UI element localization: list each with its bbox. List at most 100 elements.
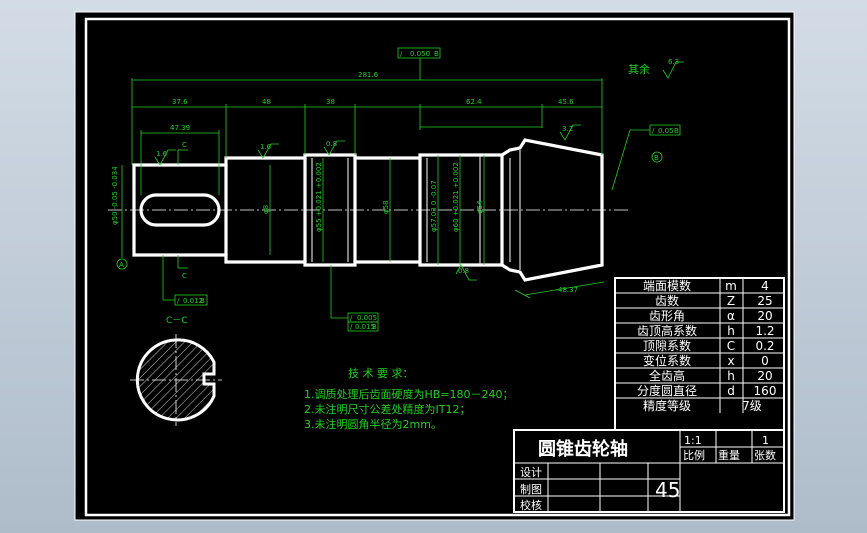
param-symbol: h [727, 324, 735, 338]
param-name: 齿顶高系数 [637, 323, 697, 338]
sheets-value: 1 [762, 434, 769, 447]
svg-text:B: B [674, 127, 679, 135]
dim-overall: 281.6 [131, 71, 603, 165]
dim-overall-value: 281.6 [358, 71, 379, 79]
param-value: 160 [754, 384, 777, 398]
drawn-label: 制图 [520, 483, 542, 496]
tolerance-frame-top: / 0.050 B [397, 47, 441, 80]
checked-label: 校核 [520, 498, 542, 512]
param-name: 精度等级 [643, 398, 691, 413]
tech-requirements: 技 术 要 求： 1.调质处理后齿面硬度为HB=180－240； 2.未注明尺寸… [304, 367, 514, 431]
tolerance-frame-bottom-left: / 0.012 B [162, 255, 208, 306]
dim-d2: 48 [262, 98, 271, 106]
datum-a-marker: A [116, 255, 128, 270]
scale-label: 比例 [683, 448, 705, 462]
param-symbol: α [727, 309, 735, 323]
param-value: 1.2 [755, 324, 774, 338]
param-name: 全齿高 [649, 368, 685, 383]
svg-text:B: B [434, 50, 439, 58]
diameter-labels: φ50 -0.05 -0.034 φ8 φ55 +0.021 +0.002 φ5… [111, 155, 485, 265]
tolerance-frame-cone: / 0.05 B [611, 124, 681, 191]
designed-label: 设计 [520, 466, 542, 479]
svg-text:1.6: 1.6 [156, 150, 168, 158]
dim-d1: 37.6 [172, 98, 188, 106]
dim-d3: 38 [326, 98, 335, 106]
note-line-2: 2.未注明尺寸公差处精度为IT12； [304, 402, 470, 416]
svg-text:B: B [372, 323, 377, 331]
section-view: C－C [130, 316, 222, 426]
param-value: 20 [757, 369, 772, 383]
svg-text:A: A [119, 261, 124, 269]
roughness-marks: 1.6 1.6 0.8 0.8 3.2 [154, 124, 581, 281]
weight-label: 重量 [718, 448, 740, 462]
sheet-inner-border [84, 17, 791, 517]
keyway [139, 193, 221, 227]
note-line-3: 3.未注明圆角半径为2mm。 [304, 417, 442, 431]
svg-text:/: / [350, 314, 353, 322]
dim-keyway: 47.39 [170, 124, 190, 132]
svg-text:0.8: 0.8 [458, 267, 469, 275]
svg-text:/: / [400, 50, 403, 58]
gear-parameter-table: 端面模数 m 4 齿数 Z 25 齿形角 α 20 齿顶高系数 h 1.2 顶隙系数 C 0.2 变位系数 x 0… [614, 277, 785, 431]
param-value: 4 [761, 279, 769, 293]
svg-text:48.37: 48.37 [558, 286, 578, 294]
tolerance-frame-bottom-mid: / 0.005 / 0.015 B [330, 265, 379, 332]
svg-text:φ60 +0.021 +0.002: φ60 +0.021 +0.002 [452, 162, 460, 232]
param-name: 端面模数 [643, 278, 691, 293]
param-value: 7级 [742, 399, 762, 413]
material-value: 45 [655, 478, 680, 502]
param-value: 25 [757, 294, 772, 308]
svg-text:0.05: 0.05 [658, 127, 674, 135]
svg-text:0.005: 0.005 [357, 314, 377, 322]
dim-d5: 45.6 [558, 98, 574, 106]
param-name: 变位系数 [643, 353, 691, 368]
svg-text:φ8: φ8 [262, 205, 270, 214]
shaft-outline [132, 138, 604, 282]
svg-text:/: / [177, 297, 180, 305]
svg-text:0.050: 0.050 [410, 50, 430, 58]
drawing-title: 圆锥齿轮轴 [538, 438, 628, 460]
svg-text:B: B [200, 297, 205, 305]
param-name: 齿数 [655, 293, 679, 308]
param-symbol: C [727, 339, 735, 353]
svg-text:C: C [182, 272, 187, 280]
svg-text:B: B [654, 154, 659, 162]
param-name: 分度圆直径 [637, 383, 697, 398]
svg-text:3.2: 3.2 [562, 125, 573, 133]
notes-heading: 技 术 要 求： [348, 367, 414, 380]
section-cut-marks: C C [177, 141, 188, 280]
svg-text:0.012: 0.012 [183, 297, 203, 305]
svg-text:1.6: 1.6 [260, 143, 272, 151]
scale-value: 1:1 [684, 434, 702, 447]
dim-segments: 37.6 48 38 62.4 45.6 47.39 [132, 98, 602, 195]
dim-d4: 62.4 [466, 98, 482, 106]
param-value: 0 [761, 354, 769, 368]
param-symbol: m [725, 279, 737, 293]
svg-text:φ58: φ58 [382, 200, 390, 214]
svg-text:φ55 +0.021 +0.002: φ55 +0.021 +0.002 [315, 162, 323, 232]
svg-text:φ57.03 0 -0.07: φ57.03 0 -0.07 [430, 180, 438, 232]
svg-text:6.3: 6.3 [668, 58, 679, 66]
svg-text:0.015: 0.015 [355, 323, 375, 331]
param-name: 齿形角 [649, 309, 685, 323]
svg-text:/: / [350, 323, 353, 331]
svg-text:C－C: C－C [166, 316, 188, 326]
param-symbol: h [727, 369, 735, 383]
param-name: 顶隙系数 [643, 338, 691, 353]
datum-b-marker: B [651, 151, 663, 163]
svg-text:其余: 其余 [628, 62, 650, 76]
svg-text:0.8: 0.8 [326, 140, 337, 148]
param-symbol: x [727, 354, 734, 368]
note-line-1: 1.调质处理后齿面硬度为HB=180－240； [304, 387, 514, 401]
sheets-label: 张数 [754, 449, 776, 462]
param-symbol: Z [727, 294, 735, 308]
dim-cone: 48.37 [514, 281, 605, 299]
roughness-other: 其余 6.3 [628, 58, 684, 79]
param-value: 20 [757, 309, 772, 323]
svg-text:/: / [652, 127, 655, 135]
svg-text:φ50 -0.05 -0.034: φ50 -0.05 -0.034 [111, 166, 119, 225]
param-value: 0.2 [755, 339, 774, 353]
svg-text:φ54: φ54 [476, 200, 484, 214]
